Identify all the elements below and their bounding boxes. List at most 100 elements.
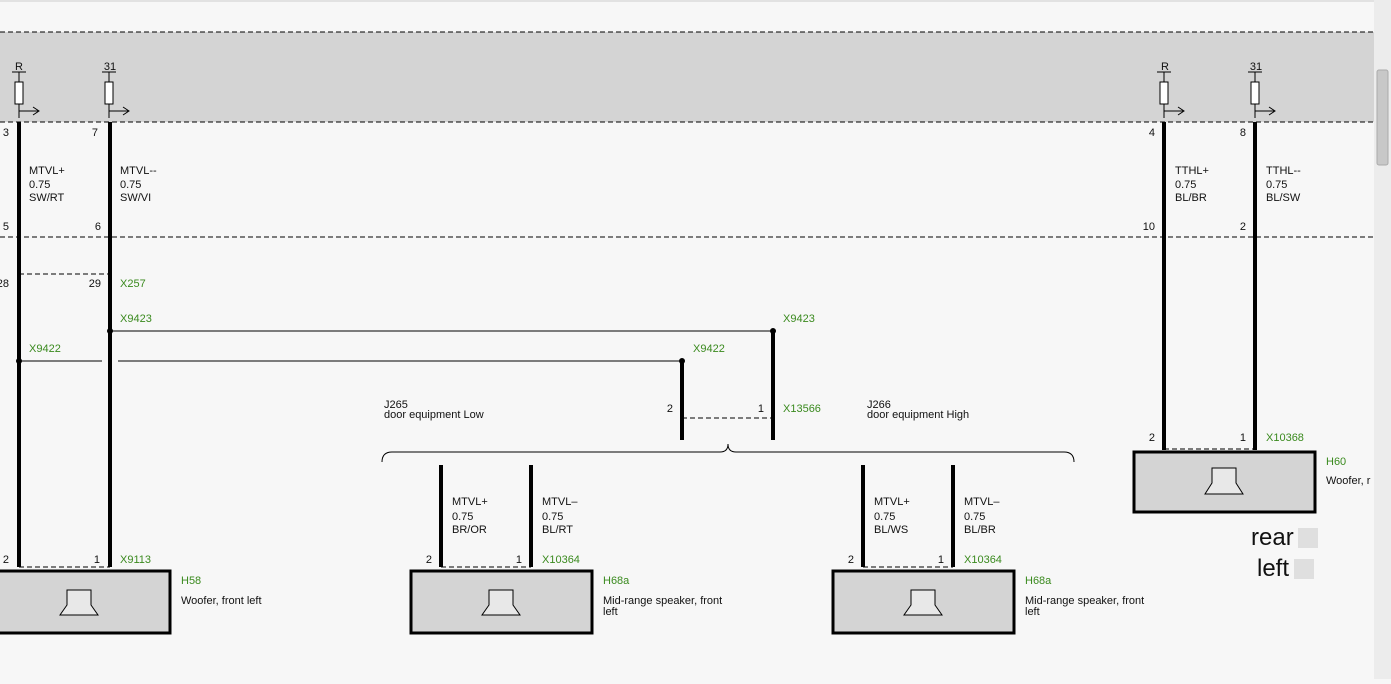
svg-text:MTVL–: MTVL– xyxy=(542,496,578,508)
svg-text:MTVL--: MTVL-- xyxy=(120,165,157,177)
pin-number: 10 xyxy=(1143,221,1155,233)
pin-number: 28 xyxy=(0,278,9,290)
speaker-h68a-2[interactable] xyxy=(831,569,1016,635)
component-desc-h60: Woofer, r xyxy=(1326,475,1371,487)
speaker-icon xyxy=(59,589,99,616)
pin-number: 1 xyxy=(516,554,522,566)
connector-label: X9422 xyxy=(693,343,725,355)
pin-number: 6 xyxy=(95,221,101,233)
speaker-h60[interactable] xyxy=(1132,450,1317,514)
scrollbar-thumb[interactable] xyxy=(1376,69,1389,166)
svg-text:MTVL+: MTVL+ xyxy=(29,165,65,177)
pin-number: 2 xyxy=(1149,432,1155,444)
terminal-label-31: 31 xyxy=(104,61,116,73)
svg-text:TTHL--: TTHL-- xyxy=(1266,165,1301,177)
output-symbol-31-right xyxy=(1248,71,1276,118)
connector-label: X13566 xyxy=(783,403,821,415)
pin-number: 2 xyxy=(667,403,673,415)
connector-label: X9422 xyxy=(29,343,61,355)
annotation-rear: rear xyxy=(1251,524,1294,551)
pin-number: 8 xyxy=(1240,127,1246,139)
component-desc-h68a: Mid-range speaker, front xyxy=(603,595,722,607)
speaker-icon xyxy=(903,589,943,616)
speaker-icon xyxy=(481,589,521,616)
component-code-h60[interactable]: H60 xyxy=(1326,456,1346,468)
option-desc-j266: door equipment High xyxy=(867,409,969,421)
annotation-smudge xyxy=(1294,559,1314,579)
connector-label: X257 xyxy=(120,278,146,290)
svg-text:0.75: 0.75 xyxy=(120,179,141,191)
amplifier-module-band xyxy=(0,32,1374,122)
splice-point xyxy=(16,358,22,364)
vertical-scrollbar[interactable] xyxy=(1374,0,1391,679)
pin-number: 2 xyxy=(426,554,432,566)
component-desc-h58: Woofer, front left xyxy=(181,595,262,607)
pin-number: 1 xyxy=(94,554,100,566)
connector-label: X10364 xyxy=(542,554,580,566)
connector-label: X9423 xyxy=(120,313,152,325)
terminal-label-r: R xyxy=(1161,61,1169,73)
svg-text:MTVL–: MTVL– xyxy=(964,496,1000,508)
svg-text:BL/RT: BL/RT xyxy=(542,524,573,536)
svg-text:0.75: 0.75 xyxy=(542,511,563,523)
svg-text:TTHL+: TTHL+ xyxy=(1175,165,1209,177)
component-desc-h68a: Mid-range speaker, front xyxy=(1025,595,1144,607)
component-desc-h68a-line2: left xyxy=(1025,606,1040,618)
svg-text:SW/RT: SW/RT xyxy=(29,192,65,204)
svg-text:0.75: 0.75 xyxy=(452,511,473,523)
speaker-h58[interactable] xyxy=(0,569,172,635)
output-symbol-r-left xyxy=(12,71,40,118)
component-code-h68a[interactable]: H68a xyxy=(603,575,630,587)
svg-text:0.75: 0.75 xyxy=(964,511,985,523)
output-symbol-31-left xyxy=(102,71,130,118)
pin-number: 29 xyxy=(89,278,101,290)
component-desc-h68a-line2: left xyxy=(603,606,618,618)
pin-number: 2 xyxy=(1240,221,1246,233)
output-symbol-r-right xyxy=(1157,71,1185,118)
svg-text:BL/WS: BL/WS xyxy=(874,524,908,536)
annotation-left: left xyxy=(1257,555,1289,582)
component-code-h58[interactable]: H58 xyxy=(181,575,201,587)
connector-label: X10368 xyxy=(1266,432,1304,444)
svg-text:0.75: 0.75 xyxy=(29,179,50,191)
pin-number: 1 xyxy=(938,554,944,566)
component-code-h68a[interactable]: H68a xyxy=(1025,575,1052,587)
svg-text:BR/OR: BR/OR xyxy=(452,524,487,536)
svg-text:BL/BR: BL/BR xyxy=(964,524,996,536)
terminal-label-31: 31 xyxy=(1250,61,1262,73)
option-code-j265: J265 xyxy=(384,399,408,411)
pin-number: 1 xyxy=(758,403,764,415)
svg-text:BL/SW: BL/SW xyxy=(1266,192,1301,204)
pin-number: 2 xyxy=(848,554,854,566)
pin-number: 4 xyxy=(1149,127,1155,139)
option-bracket xyxy=(381,443,1075,463)
annotation-smudge xyxy=(1298,528,1318,548)
connector-label: X9113 xyxy=(120,554,151,566)
svg-text:0.75: 0.75 xyxy=(1266,179,1287,191)
svg-text:MTVL+: MTVL+ xyxy=(874,496,910,508)
terminal-label-r: R xyxy=(15,61,23,73)
pin-number: 2 xyxy=(3,554,9,566)
speaker-h68a-1[interactable] xyxy=(409,569,594,635)
connector-label: X9423 xyxy=(783,313,815,325)
svg-text:0.75: 0.75 xyxy=(1175,179,1196,191)
pin-number: 5 xyxy=(3,221,9,233)
pin-number: 3 xyxy=(3,127,9,139)
svg-text:SW/VI: SW/VI xyxy=(120,192,151,204)
svg-text:0.75: 0.75 xyxy=(874,511,895,523)
pin-number: 1 xyxy=(1240,432,1246,444)
splice-point xyxy=(107,328,113,334)
speaker-icon xyxy=(1204,467,1244,495)
svg-text:MTVL+: MTVL+ xyxy=(452,496,488,508)
pin-number: 7 xyxy=(92,127,98,139)
